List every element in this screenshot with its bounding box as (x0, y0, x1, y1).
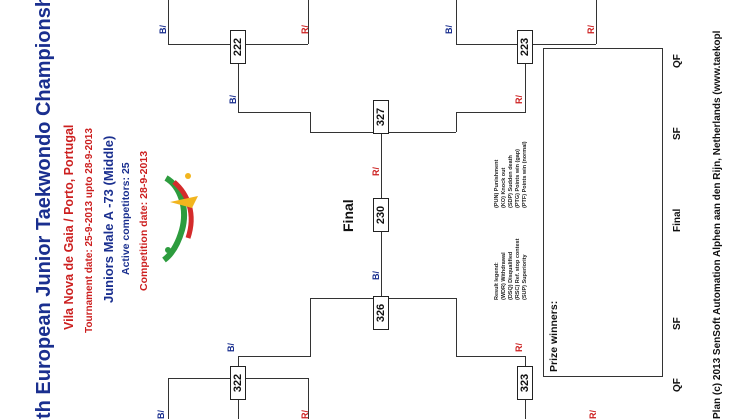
championship-title: th European Junior Taekwondo Championshi… (33, 0, 55, 419)
prize-winners-box (543, 48, 663, 377)
match-230[interactable]: 230 (373, 198, 389, 232)
legend-item: (PUN) Punishment (494, 159, 500, 208)
blue-marker: B/ (156, 410, 166, 419)
match-326[interactable]: 326 (373, 296, 389, 330)
round-label-sf: SF (672, 317, 683, 330)
match-number: 223 (519, 37, 531, 57)
match-number: 222 (232, 37, 244, 57)
blue-marker: B/ (371, 271, 381, 280)
red-marker: R/ (514, 95, 524, 104)
active-competitors: Active competitors: 25 (120, 162, 132, 275)
legend-item: (SUP) Superiority (522, 254, 528, 300)
round-label-sf: SF (672, 127, 683, 140)
blue-marker: B/ (444, 25, 454, 34)
federation-logo (162, 173, 198, 263)
tournament-date: Tournament date: 25-9-2013 upto 28-9-201… (84, 128, 95, 333)
match-number: 230 (375, 205, 387, 225)
round-label-final: Final (672, 208, 683, 232)
location-text: Vila Nova de Gaia / Porto, Portugal (62, 124, 76, 330)
copyright-text: Plan (c) 2013 SenSoft Automation Alphen … (712, 30, 723, 419)
result-legend-right: (PUN) Punishment (KO) Knock out (SDP) Su… (494, 141, 529, 208)
final-label: Final (340, 199, 356, 232)
blue-marker: B/ (226, 343, 236, 352)
legend-item: (DSQ) Disqualified (508, 251, 514, 300)
legend-item: (PTF) Points win (normal) (522, 141, 528, 208)
match-323[interactable]: 323 (517, 366, 533, 400)
match-number: 322 (232, 373, 244, 393)
red-marker: R/ (300, 25, 310, 34)
category-title: Juniors Male A -73 (Middle) (101, 135, 116, 303)
round-label-qf: QF (672, 54, 683, 68)
red-marker: R/ (586, 25, 596, 34)
red-marker: R/ (300, 410, 310, 419)
blue-marker: B/ (158, 25, 168, 34)
match-number: 326 (375, 303, 387, 323)
match-222[interactable]: 222 (230, 30, 246, 64)
red-marker: R/ (371, 167, 381, 176)
legend-item: (KO) Knock out (501, 167, 507, 208)
red-marker: R/ (588, 410, 598, 419)
match-number: 323 (519, 373, 531, 393)
result-legend: Result legend: (WDR) Withdrawal (DSQ) Di… (494, 239, 529, 300)
match-322[interactable]: 322 (230, 366, 246, 400)
red-marker: R/ (514, 343, 524, 352)
legend-item: (PTG) Points win (gap) (515, 149, 521, 208)
legend-item: (WDR) Withdrawal (501, 252, 507, 300)
legend-title: Result legend: (494, 262, 500, 300)
legend-item: (RSC) Ref. stop contest (515, 238, 521, 300)
match-223[interactable]: 223 (517, 30, 533, 64)
legend-item: (SDP) Sudden death (508, 155, 514, 208)
blue-marker: B/ (228, 95, 238, 104)
round-label-qf: QF (672, 378, 683, 392)
prize-winners-title: Prize winners: (548, 300, 560, 372)
match-number: 327 (375, 107, 387, 127)
competition-date: Competition date: 28-9-2013 (138, 150, 150, 291)
match-327[interactable]: 327 (373, 100, 389, 134)
